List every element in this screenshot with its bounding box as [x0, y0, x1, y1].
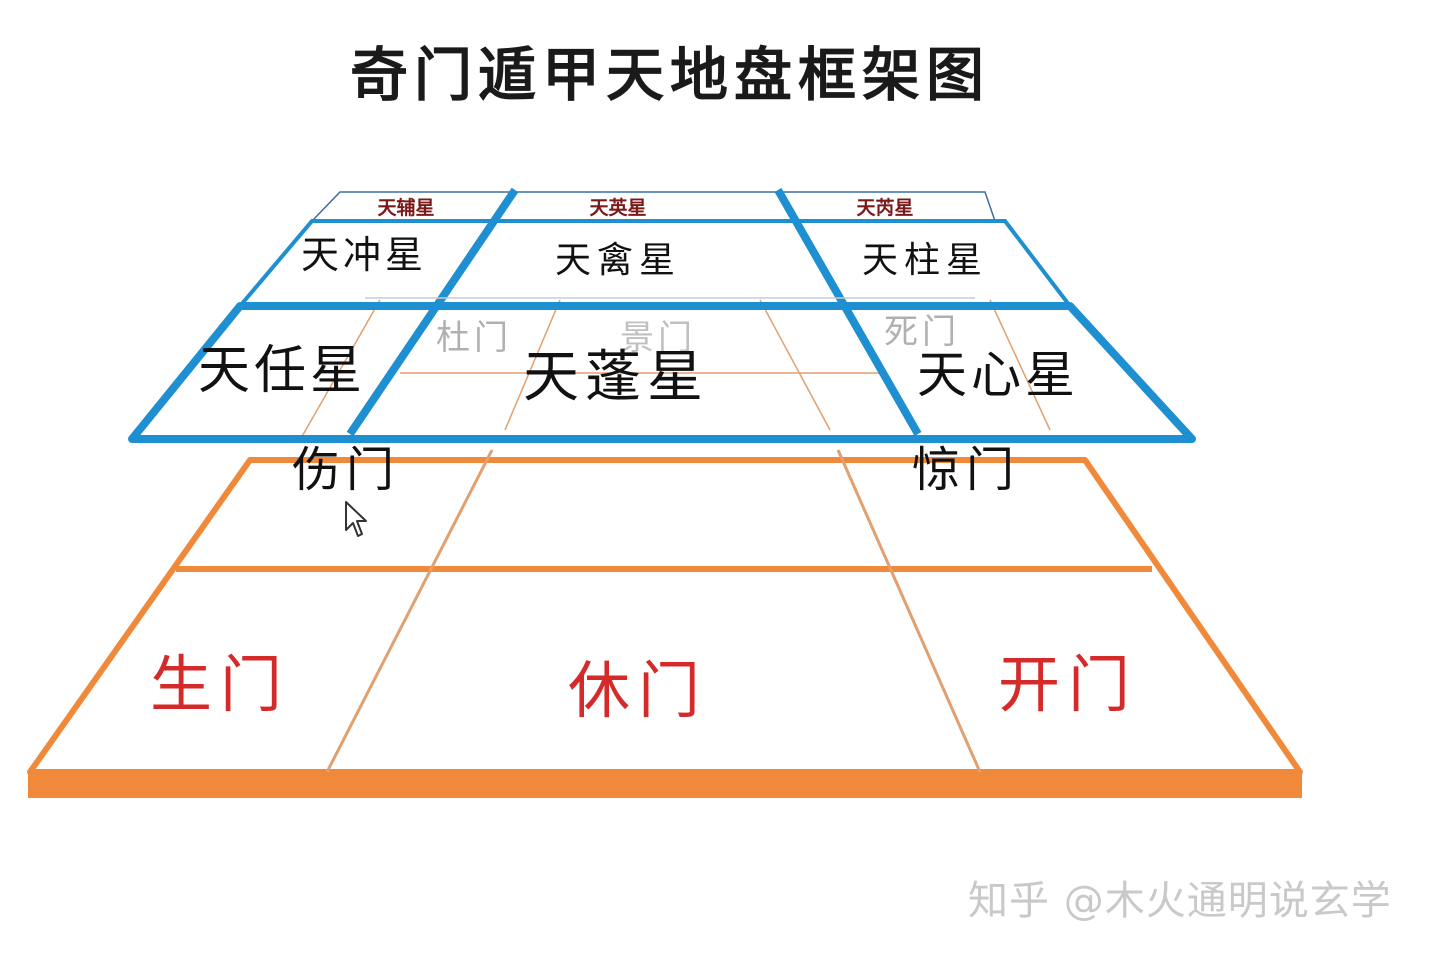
earth-plate-outline — [27, 457, 1303, 775]
door-label-du: 杜门 — [436, 318, 512, 358]
star-label-tianqin: 天禽星 — [555, 240, 681, 281]
watermark-text: 知乎 @木火通明说玄学 — [968, 878, 1392, 924]
earth-plate-back-line-left — [299, 299, 381, 441]
star-label-tianchong: 天冲星 — [301, 233, 427, 277]
door-label-si: 死门 — [884, 312, 960, 352]
star-label-tianpeng: 天蓬星 — [523, 345, 709, 410]
star-label-tianfu: 天辅星 — [377, 196, 434, 219]
door-label-sheng: 生门 — [150, 648, 290, 721]
door-label-jing-view: 景门 — [620, 318, 696, 358]
earth-plate-col-divider-right — [836, 449, 982, 773]
earth-plate-back-line-right — [989, 299, 1051, 431]
earth-plate-back-line-midleft — [504, 299, 561, 431]
cursor-icon — [345, 501, 367, 537]
heaven-plate — [128, 187, 1196, 443]
star-label-tianrui: 天芮星 — [856, 196, 913, 219]
door-label-shang: 伤门 — [292, 442, 400, 498]
earth-plate-back-line-midright — [759, 299, 831, 431]
heaven-plate-col-divider-left — [346, 187, 519, 437]
door-label-kai: 开门 — [998, 648, 1138, 721]
heaven-plate-middle-row — [235, 219, 1075, 308]
earth-plate — [27, 299, 1303, 798]
star-label-tianren: 天任星 — [198, 341, 366, 401]
star-label-tianying: 天英星 — [589, 196, 646, 219]
star-label-tianxin: 天心星 — [917, 346, 1079, 404]
earth-plate-col-divider-left — [325, 449, 494, 773]
door-label-jing-alarm: 惊门 — [912, 442, 1020, 498]
heaven-plate-col-divider-right — [774, 188, 922, 436]
diagram-title: 奇门遁甲天地盘框架图 — [349, 41, 990, 109]
star-label-tianzhu: 天柱星 — [862, 240, 988, 281]
door-label-xiu: 休门 — [568, 654, 708, 727]
